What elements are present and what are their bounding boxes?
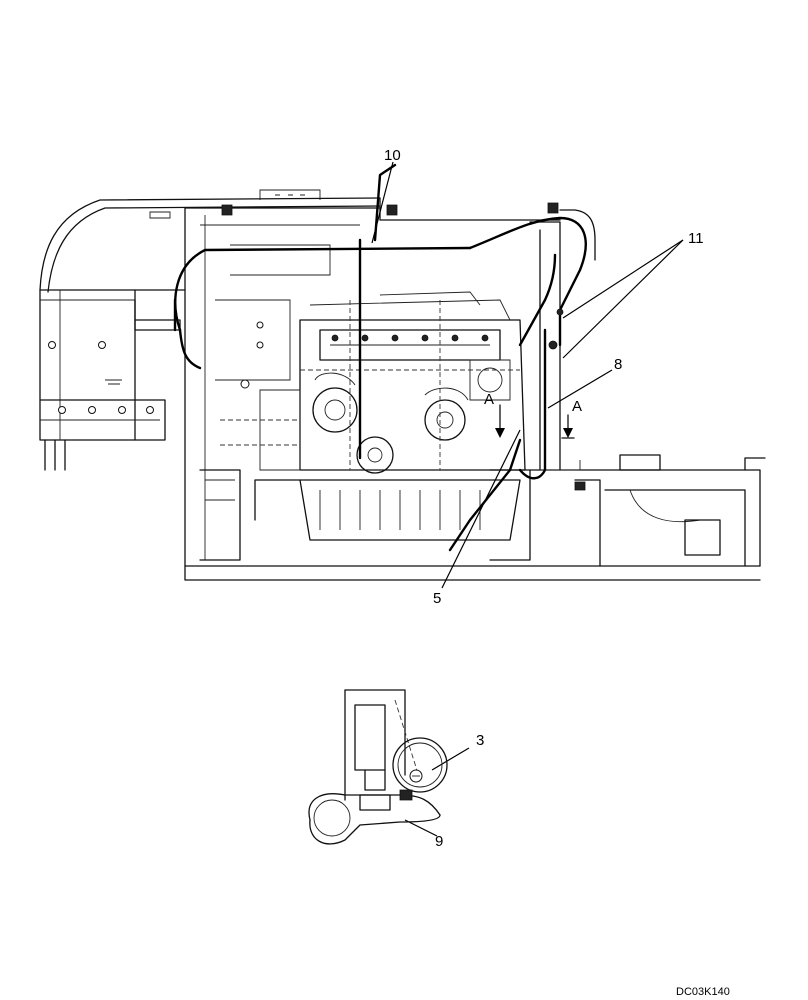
drawing-code: DC03K140: [676, 986, 730, 998]
callout-10: 10: [384, 147, 401, 164]
engine-assembly: [199, 291, 531, 561]
callout-labels: 10 11 8 A A 5 3 9 DC03K140: [384, 147, 730, 998]
section-arrows: [495, 404, 575, 439]
left-cover-panel: [39, 197, 381, 471]
wiring-harness: [173, 163, 587, 552]
callout-a-left: A: [484, 391, 494, 408]
callout-9: 9: [435, 833, 443, 850]
leader-lines: [371, 161, 684, 837]
callout-3: 3: [476, 732, 484, 749]
callout-a-right: A: [572, 398, 582, 415]
callout-11: 11: [688, 230, 704, 247]
right-side-components: [529, 454, 766, 567]
detail-view-a: [308, 689, 448, 845]
callout-5: 5: [433, 590, 441, 607]
callout-8: 8: [614, 356, 622, 373]
